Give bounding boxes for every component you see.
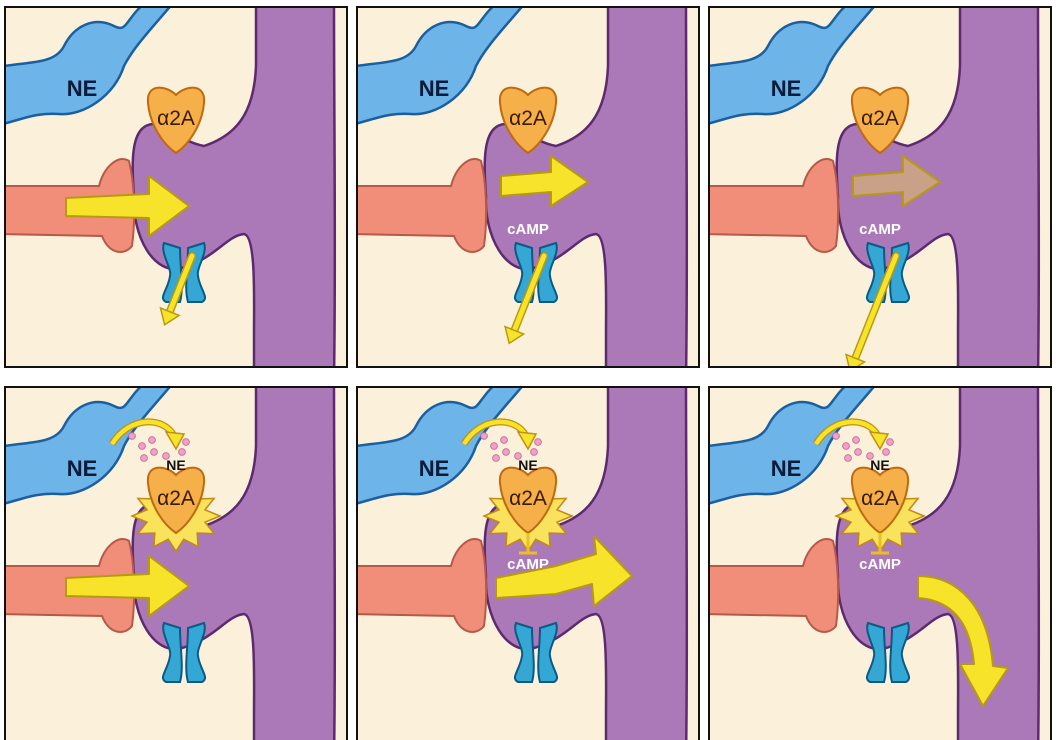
ne-molecule <box>179 449 186 456</box>
panel-r2c1: NE α2A NE <box>0 376 348 740</box>
alpha2a-label: α2A <box>157 487 195 510</box>
panel-r1c3: NE α2A cAMP <box>698 0 1052 378</box>
ne-molecule <box>853 437 860 444</box>
ne-axon-label: NE <box>67 456 98 481</box>
ne-axon-label: NE <box>419 76 450 101</box>
panel-r1c2: NE α2A cAMP <box>346 0 700 378</box>
ne-molecule <box>491 443 498 450</box>
ne-molecule <box>843 443 850 450</box>
alpha2a-label: α2A <box>157 107 195 130</box>
ne-molecule <box>151 449 158 456</box>
ne-molecule <box>531 449 538 456</box>
ne-molecule <box>883 449 890 456</box>
alpha2a-label: α2A <box>509 487 547 510</box>
ne-axon-label: NE <box>771 76 802 101</box>
alpha2a-label: α2A <box>861 107 899 130</box>
ne-molecule-label: NE <box>870 457 889 473</box>
ne-molecule-label: NE <box>518 457 537 473</box>
panel-r1c1: NE α2A <box>0 0 348 378</box>
ne-molecule <box>887 439 894 446</box>
ne-molecule <box>501 437 508 444</box>
ne-molecule <box>493 455 500 462</box>
camp-label: cAMP <box>859 221 901 238</box>
alpha2a-label: α2A <box>861 487 899 510</box>
ne-molecule <box>833 433 840 440</box>
ne-molecule <box>481 433 488 440</box>
ne-molecule-label: NE <box>166 457 185 473</box>
ne-molecule <box>129 433 136 440</box>
ne-axon-label: NE <box>67 76 98 101</box>
alpha2a-label: α2A <box>509 107 547 130</box>
ne-molecule <box>141 455 148 462</box>
ne-molecule <box>149 437 156 444</box>
ne-molecule <box>183 439 190 446</box>
panel-r2c3: NE α2A cAMP NE <box>698 376 1052 740</box>
ne-molecule <box>855 449 862 456</box>
ne-axon-label: NE <box>771 456 802 481</box>
ne-molecule <box>535 439 542 446</box>
ne-molecule <box>845 455 852 462</box>
camp-label: cAMP <box>507 221 549 238</box>
camp-label: cAMP <box>859 556 901 573</box>
ne-molecule <box>503 449 510 456</box>
ne-axon-label: NE <box>419 456 450 481</box>
ne-molecule <box>139 443 146 450</box>
